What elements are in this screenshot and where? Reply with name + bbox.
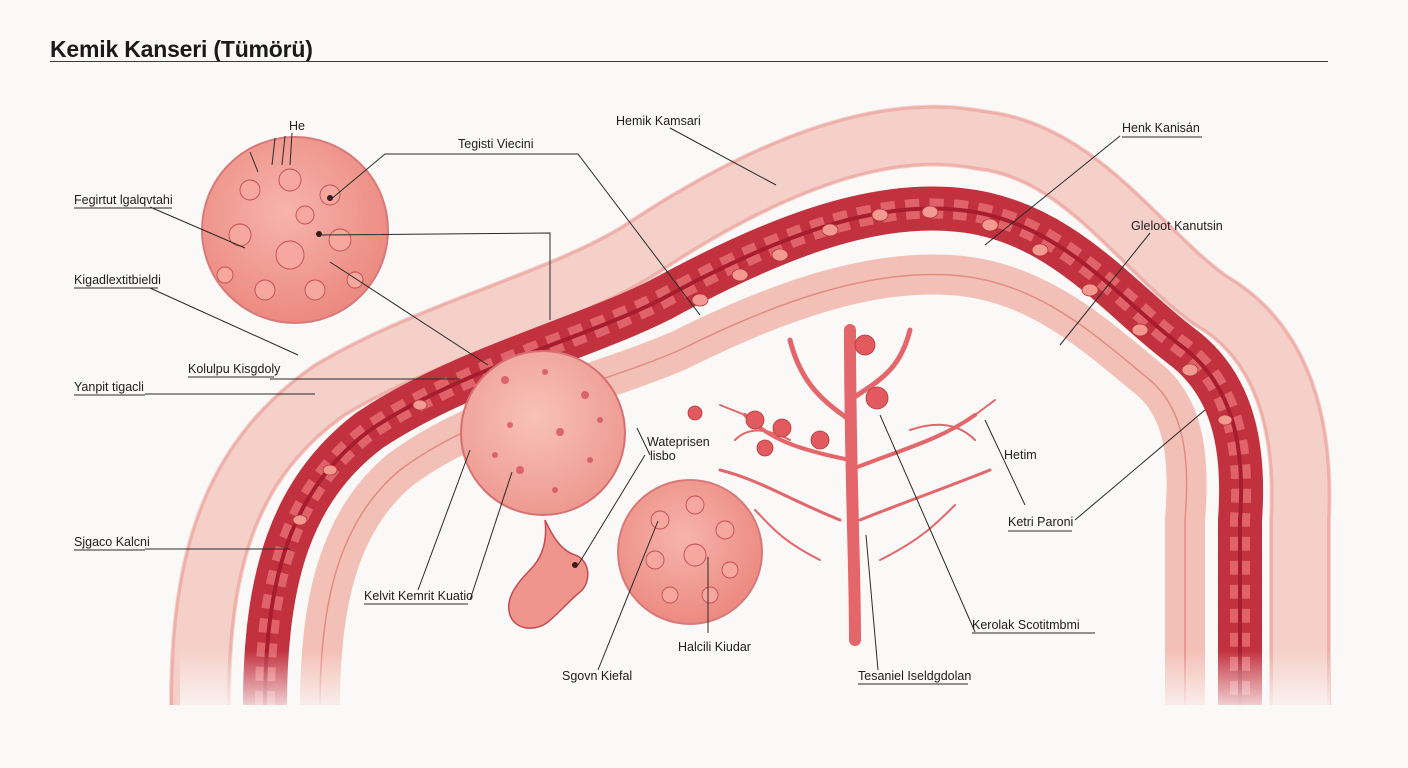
label-ketri: Ketri Paroni (1008, 515, 1073, 529)
label-hemik-top: Hemik Kamsari (616, 114, 701, 128)
bone-tumor (460, 350, 626, 516)
magnified-cells-top (216, 168, 364, 301)
title-underline (50, 61, 1328, 62)
page-title: Kemik Kanseri (Tümörü) (50, 36, 313, 62)
label-lisbo: lisbo (650, 449, 676, 463)
label-kigadlex: Kigadlextitbieldi (74, 273, 161, 287)
label-kelvit: Kelvit Kemrit Kuatio (364, 589, 473, 603)
label-tesaniel: Tesaniel Iseldgdolan (858, 669, 971, 683)
bottom-fade (180, 650, 1330, 720)
label-fegirtut: Fegirtut lgalqvtahi (74, 193, 173, 207)
tumor-cells (492, 369, 603, 493)
label-sgovn: Sgovn Kiefal (562, 669, 632, 683)
cell-nucleus-dot (316, 231, 322, 237)
label-waterprisen: Wateprisen (647, 435, 710, 449)
leader-lines (145, 127, 1206, 671)
label-sigaco: Sjgaco Kalcni (74, 535, 150, 549)
marrow-band-core (263, 206, 1244, 706)
label-halcili: Halcili Kiudar (678, 640, 751, 654)
blood-vessel-tree (718, 324, 996, 646)
label-hetim: Hetim (1004, 448, 1037, 462)
label-kolulpu: Kolulpu Kisgdoly (188, 362, 281, 376)
marrow-cells (292, 205, 1233, 526)
label-he: He (289, 119, 305, 133)
label-keroslak: Kerolak Scotitmbmi (972, 618, 1080, 632)
organ-dot (572, 562, 578, 568)
organ-structure (508, 519, 589, 629)
label-glelost: Gleloot Kanutsin (1131, 219, 1223, 233)
label-tegisti: Tegisti Viecini (458, 137, 534, 151)
bone-inner-cortex-edge (319, 273, 1188, 706)
cell-nucleus-dot (327, 195, 333, 201)
bone-outer-cortex-inner (173, 108, 1328, 706)
label-henk: Henk Kanisán (1122, 121, 1200, 135)
magnified-cells-center (645, 495, 739, 604)
vessel-nodules (687, 334, 889, 457)
label-yanpit: Yanpit tigacli (74, 380, 144, 394)
